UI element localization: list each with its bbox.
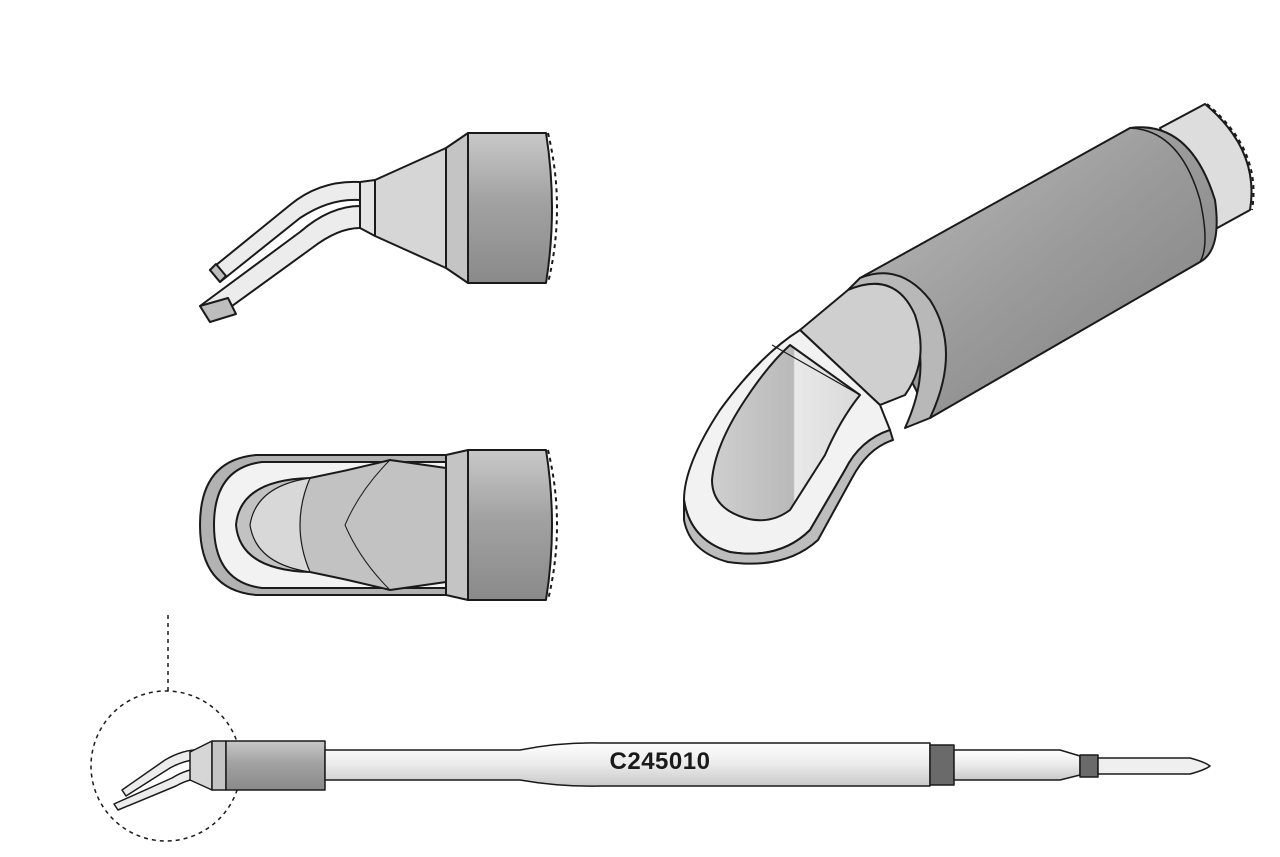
- persp-barrel: [859, 126, 1218, 419]
- side-cone: [374, 147, 447, 269]
- full-cartridge-view: [90, 615, 1211, 842]
- side-prong-tip-upper: [209, 263, 227, 283]
- side-prong-tip-lower: [199, 297, 237, 323]
- top-break-line: [547, 449, 558, 601]
- top-blade-crease: [344, 459, 391, 591]
- cart-cone: [189, 740, 213, 791]
- persp-cone: [799, 282, 922, 406]
- persp-blade-face: [711, 344, 861, 522]
- side-ring: [445, 132, 469, 284]
- cart-shaft: [324, 742, 931, 787]
- cart-rear-tube: [953, 749, 1081, 781]
- persp-barrel-edge: [1129, 127, 1206, 263]
- side-break-line: [547, 132, 558, 284]
- perspective-view: [683, 103, 1255, 565]
- side-barrel: [467, 132, 553, 284]
- top-ring: [445, 449, 469, 601]
- persp-blade-crease: [771, 344, 861, 396]
- top-view: [199, 449, 558, 601]
- top-barrel: [467, 449, 553, 601]
- persp-rear-stub: [1159, 103, 1253, 233]
- top-blade-face: [249, 477, 311, 573]
- side-view: [199, 132, 558, 323]
- cart-ring: [211, 740, 227, 791]
- cart-barrel: [225, 740, 326, 791]
- cart-collar: [929, 744, 955, 786]
- cart-connector-pin: [1097, 757, 1211, 775]
- part-number-label: C245010: [609, 748, 711, 775]
- side-neck: [359, 179, 376, 237]
- cart-rear-collar: [1079, 754, 1099, 778]
- persp-break-line: [1206, 103, 1255, 211]
- persp-blade-edge: [683, 429, 894, 565]
